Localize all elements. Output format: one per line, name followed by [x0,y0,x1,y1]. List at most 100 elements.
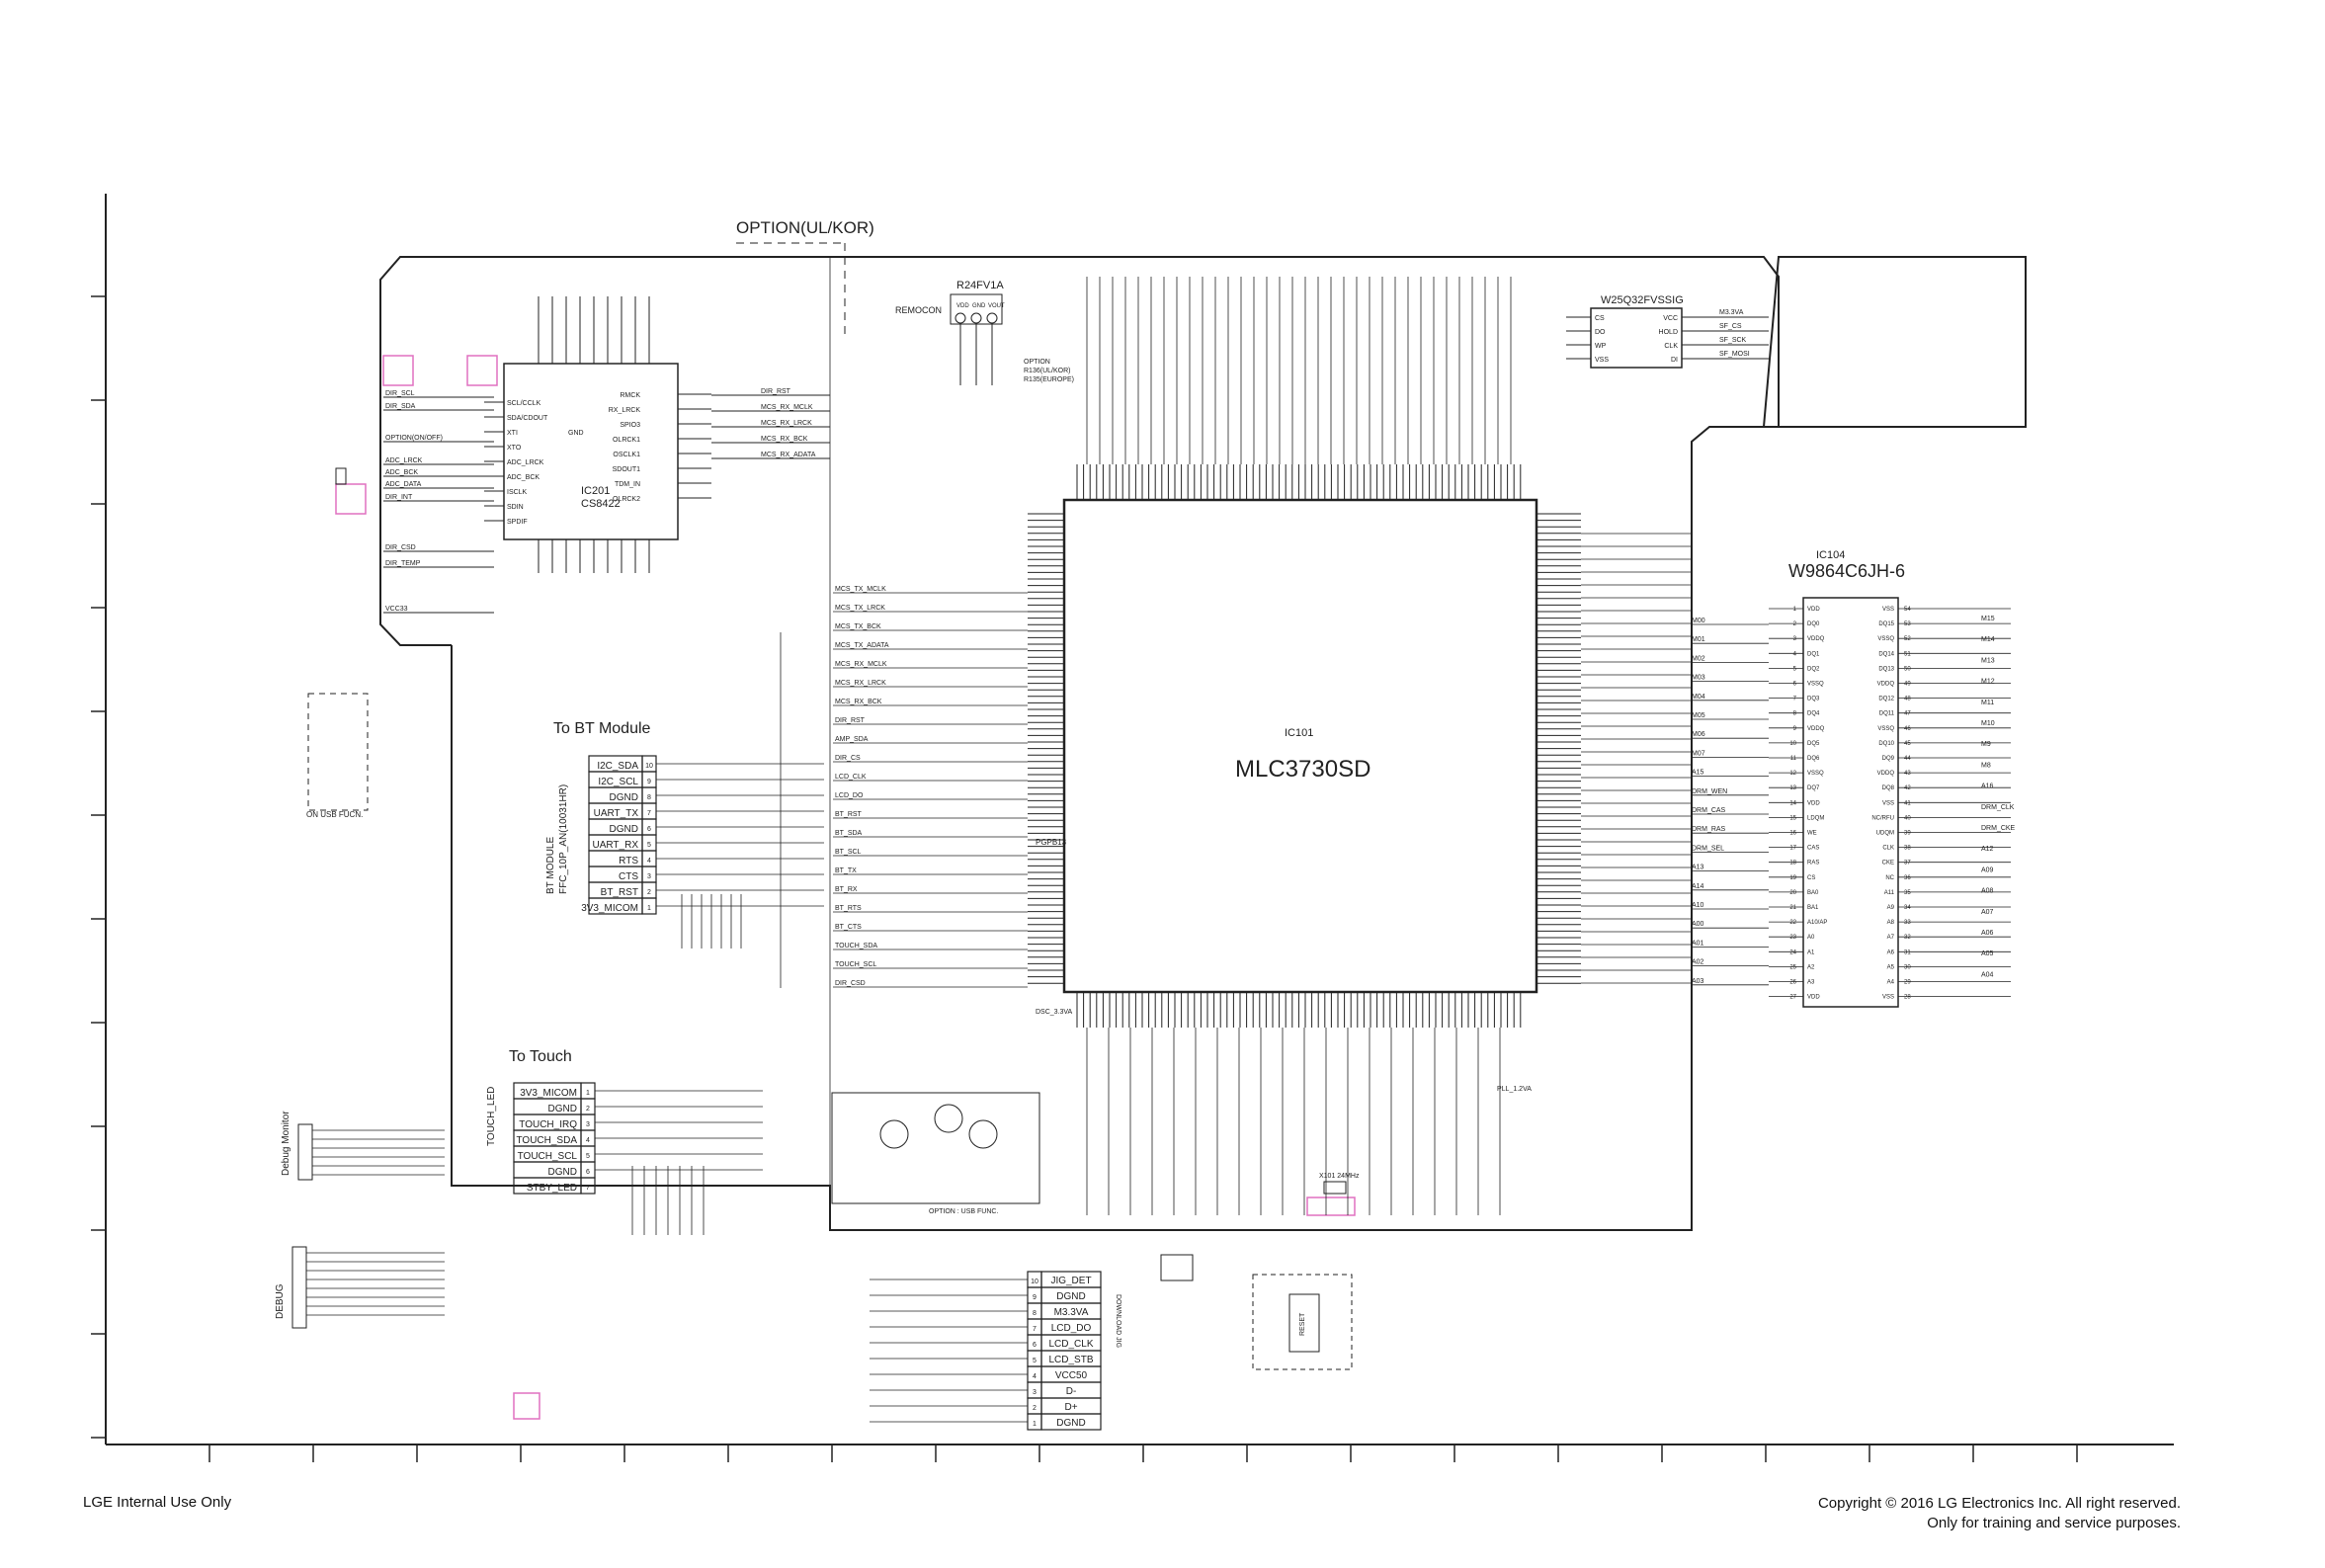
footer-copyright: Copyright © 2016 LG Electronics Inc. All… [1818,1494,2181,1533]
opt-resistor-note: OPTION [1024,359,1050,366]
transistor-q1 [879,1119,909,1149]
ic201-body [503,363,679,540]
bt-pin-num: 5 [647,842,651,849]
ic101-net-label: MCS_RX_BCK [835,699,882,705]
ic201-gnd-label: GND [568,430,584,437]
usb-func-dashed [307,693,369,811]
flash-net-label: SF_MOSI [1719,351,1750,358]
ic104-pin-num: 38 [1904,846,1911,852]
ic104-pin-num: 33 [1904,920,1911,926]
download-jig-label: DOWNLOAD JIG [1115,1294,1121,1348]
ic201-pin-label: XTI [507,430,518,437]
ic101-net-label: TOUCH_SDA [835,943,877,949]
jig-pin-num: 7 [1033,1326,1037,1333]
ic104-pin-label: WE [1807,831,1817,837]
ic104-net-label: M01 [1692,636,1705,643]
ic104-pin-label: DQ0 [1807,621,1820,627]
reset-ic [1288,1293,1320,1353]
ic104-pin-label: DQ12 [1878,697,1894,702]
ic104-pin-num: 10 [1789,741,1796,747]
ic201-pin-label: ADC_LRCK [507,459,544,466]
ic104-pin-label: CS [1807,875,1815,881]
ic104-pin-num: 24 [1789,949,1796,955]
ic104-pin-num: 34 [1904,905,1911,911]
ic201-net-label: OPTION(ON/OFF) [385,435,443,442]
ic104-pin-num: 1 [1793,607,1797,613]
jig-pin-name: D- [1066,1386,1077,1397]
ic104-pin-label: A5 [1887,964,1895,970]
touch-pin-num: 3 [586,1121,590,1128]
ic104-net-label: M04 [1692,694,1705,701]
ic104-pin-num: 52 [1904,636,1911,642]
ic104-pin-label: CLK [1882,846,1894,852]
jig-pin-name: DGND [1056,1418,1085,1429]
flash-pin-label: DI [1671,357,1678,364]
ic104-pin-label: VSS [1882,995,1894,1001]
ic201-nets-left: DIR_SCLDIR_SDAOPTION(ON/OFF)ADC_LRCKADC_… [383,390,494,614]
ic201-net-label: ADC_LRCK [385,457,423,464]
bt-pin-name: DGND [610,824,638,835]
touch-led-label: TOUCH_LED [486,1087,497,1146]
ic104-pin-label: RAS [1807,861,1819,867]
ic101-net-label: MCS_TX_MCLK [835,586,886,593]
bt-pin-name: UART_TX [594,808,639,819]
ic104-net-label: A14 [1692,883,1704,890]
ic201-pin-label: SDIN [507,504,524,511]
touch-pin-name: 3V3_MICOM [520,1088,577,1099]
ic104-pin-num: 18 [1789,861,1796,867]
footer-copyright-line2: Only for training and service purposes. [1927,1515,2181,1531]
ic104-net-label: A00 [1692,921,1704,928]
ic104-pin-label: DQ10 [1878,741,1894,747]
ic104-pin-label: DQ6 [1807,756,1820,762]
touch-pin-name: STBY_LED [527,1183,577,1194]
touch-pin-num: 4 [586,1137,590,1144]
ic101-note: PGPB13 [1036,838,1067,847]
ic201-net-label: DIR_SCL [385,390,415,397]
ic104-left-nets: M00M01M02M03M04M05M06M07A15DRM_WENDRM_CA… [1692,618,1769,986]
bt-pin-num: 2 [647,889,651,896]
ic104-pin-num: 39 [1904,831,1911,837]
bt-title: To BT Module [553,720,651,737]
ic104-net-label: A01 [1692,940,1704,947]
remocon-pin-label: VOUT [988,303,1005,309]
ic104-pin-num: 46 [1904,726,1911,732]
pll-connector [1160,1254,1194,1281]
jig-pin-name: LCD_DO [1051,1323,1092,1334]
remocon-body [950,293,1003,325]
frame-ticks [91,295,2078,1462]
ic104-pin-num: 22 [1789,920,1796,926]
ic104-net-label: A06 [1981,930,1994,937]
ic201-pin-label: SDOUT1 [613,466,641,473]
ic104-pin-label: DQ15 [1878,621,1894,627]
highlight-box-1 [382,355,414,386]
ic104-pin-label: VDDQ [1877,771,1895,777]
ic104-net-label: A13 [1692,865,1704,871]
jig-pin-num: 2 [1033,1405,1037,1412]
transistor-q3 [968,1119,998,1149]
ic104-pin-label: A4 [1887,980,1895,986]
ic201-net-label: ADC_DATA [385,481,422,488]
remocon-pin [970,312,982,324]
ic104-pin-label: A11 [1884,890,1895,896]
ic104-net-label: M05 [1692,712,1705,719]
board-outline-top [830,256,1780,427]
bt-connector-label-line: FFC_10P_AN(10031HR) [558,784,569,894]
touch-title: To Touch [509,1048,572,1065]
ic101-net-label: BT_CTS [835,924,862,931]
ic104-pin-num: 8 [1793,711,1797,717]
bt-pin-name: DGND [610,792,638,803]
ic104-pin-label: NC/RFU [1871,815,1894,821]
ic104-pin-num: 35 [1904,890,1911,896]
ic104-net-label: M00 [1692,618,1705,624]
debug-monitor-connector [297,1123,313,1181]
jig-pin-name: LCD_CLK [1048,1339,1093,1350]
ic101-block: IC101 MLC3730SD PGPB13 MCS_TX_MCLKMCS_TX… [833,464,1581,1028]
sheet-frame [105,194,2174,1445]
ic104-pin-num: 36 [1904,875,1911,881]
ic104-pin-num: 41 [1904,800,1911,806]
